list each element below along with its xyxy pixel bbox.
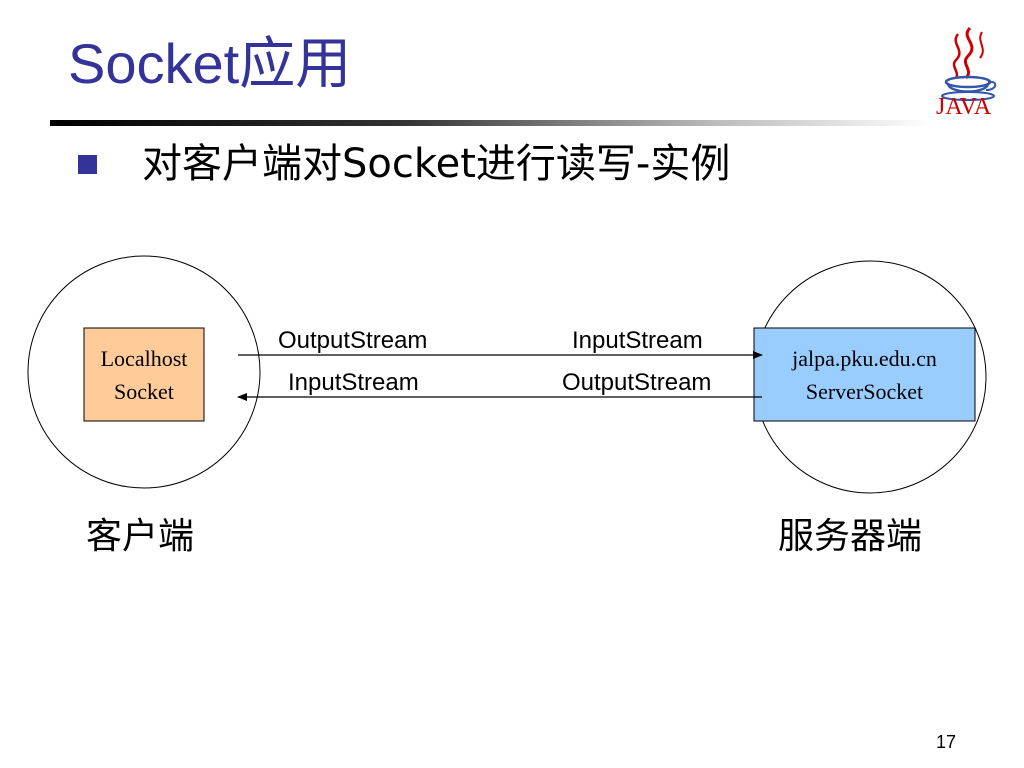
- title-divider: [50, 120, 934, 126]
- client-caption: 客户端: [86, 516, 195, 557]
- client-socket-box: [83, 327, 205, 422]
- client-box-socket-label: Socket: [114, 379, 174, 404]
- java-coffee-cup-icon: [941, 26, 997, 101]
- bullet-text: 对客户端对Socket进行读写-实例: [142, 141, 731, 187]
- server-output-stream-label: OutputStream: [562, 369, 712, 396]
- client-input-stream-label: InputStream: [288, 369, 419, 396]
- page-number: 17: [936, 732, 957, 752]
- client-output-stream-label: OutputStream: [278, 327, 428, 354]
- server-box-socket-label: ServerSocket: [805, 379, 924, 404]
- client-box-host-label: Localhost: [100, 346, 188, 371]
- server-input-stream-label: InputStream: [572, 327, 703, 354]
- slide-title: Socket应用: [68, 32, 352, 95]
- java-logo-text: JAVA: [936, 94, 992, 120]
- client-circle: [27, 255, 261, 489]
- server-caption: 服务器端: [778, 516, 923, 557]
- server-socket-box: [753, 327, 976, 422]
- bullet-square-icon: [78, 155, 97, 174]
- server-box-host-label: jalpa.pku.edu.cn: [792, 346, 937, 371]
